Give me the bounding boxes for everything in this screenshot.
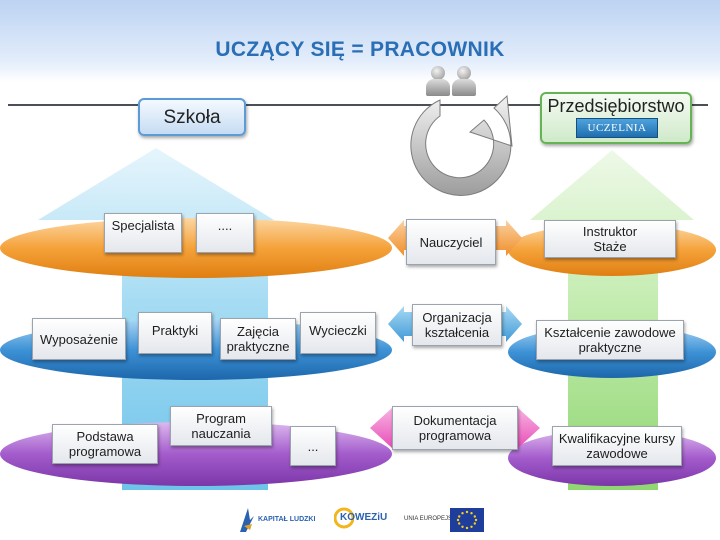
qualification-courses-line2: zawodowe <box>586 446 648 461</box>
trips-box: Wycieczki <box>300 312 376 354</box>
internship-box: Praktyki <box>138 312 212 354</box>
header-band <box>0 0 720 82</box>
person-icon <box>452 66 476 96</box>
specialist-box: Specjalista <box>104 213 182 253</box>
divider-line <box>8 104 708 106</box>
page-title: UCZĄCY SIĘ = PRACOWNIK <box>215 38 505 61</box>
organization-line1: Organizacja <box>422 310 492 325</box>
qualification-courses-line1: Kwalifikacyjne kursy <box>558 431 676 446</box>
footer-logos: KAPITAŁ LUDZKI KOWEZiU UNIA EUROPEJSKA <box>230 500 500 540</box>
documentation-box: Dokumentacja programowa <box>392 406 518 450</box>
equipment-box: Wyposażenie <box>32 318 126 360</box>
ellipsis-box-bottom: ... <box>290 426 336 466</box>
practical-classes-box: Zajęcia praktyczne <box>220 318 296 360</box>
kowezu-text: KOWEZiU <box>340 512 388 523</box>
vocational-practice-line2: praktyczne <box>578 340 642 355</box>
university-badge: UCZELNIA <box>576 118 658 138</box>
instructor-line2: Staże <box>593 239 627 254</box>
kowezu-logo-icon <box>334 507 354 529</box>
organization-box: Organizacja kształcenia <box>412 304 502 346</box>
person-icon <box>426 66 450 96</box>
kapital-ludzki-logo-icon <box>240 508 254 532</box>
curriculum-box: Program nauczania <box>170 406 272 446</box>
documentation-line1: Dokumentacja <box>413 413 497 428</box>
vocational-practice-box: Kształcenie zawodowe praktyczne <box>536 320 684 360</box>
core-curriculum-box: Podstawa programowa <box>52 424 158 464</box>
eu-text: UNIA EUROPEJSKA <box>404 516 461 522</box>
qualification-courses-box: Kwalifikacyjne kursy zawodowe <box>552 426 682 466</box>
organization-line2: kształcenia <box>424 325 490 340</box>
cycle-ring <box>410 94 513 196</box>
vocational-practice-line1: Kształcenie zawodowe <box>544 325 676 340</box>
kapital-ludzki-text: KAPITAŁ LUDZKI <box>258 516 316 523</box>
instructor-box: Instruktor Staże <box>544 220 676 258</box>
school-box: Szkoła <box>138 98 246 136</box>
teacher-box: Nauczyciel <box>406 219 496 265</box>
ellipsis-box: .... <box>196 213 254 253</box>
instructor-line1: Instruktor <box>582 224 638 239</box>
eu-flag-icon <box>450 508 484 532</box>
documentation-line2: programowa <box>418 428 492 443</box>
